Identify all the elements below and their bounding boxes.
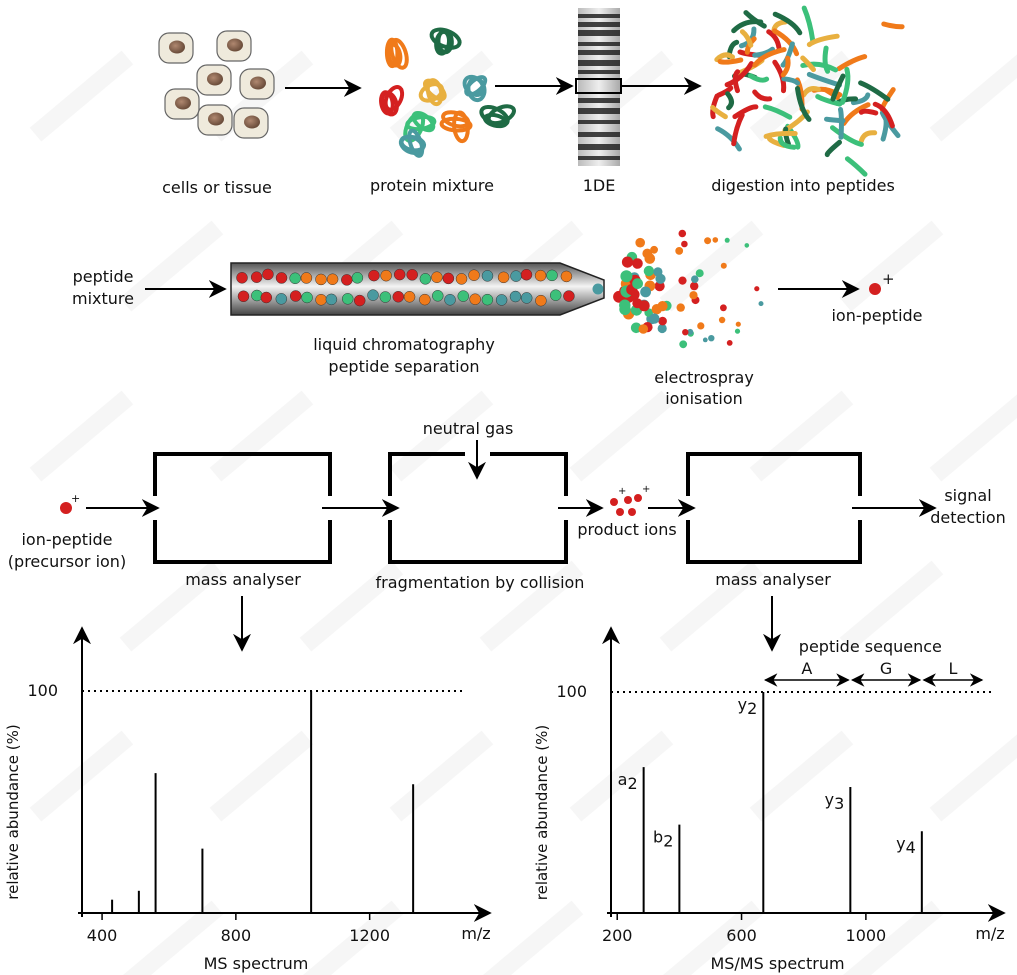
precursor-label-2: (precursor ion) <box>8 552 126 571</box>
c0-y-axis-label: relative abundance (%) <box>4 724 22 900</box>
msms-spectrum-chart: 100 200 600 1000 m/zMS/MS spectrum relative a… <box>533 626 1006 973</box>
cells-label: cells or tissue <box>162 178 272 197</box>
lc-label-2: peptide separation <box>328 357 479 376</box>
c1-sequence-label: peptide sequence <box>799 637 942 656</box>
ion-peptide-label: ion-peptide <box>831 306 922 325</box>
svg-text:+: + <box>642 484 650 495</box>
peptide-mixture-label-1: peptide <box>73 267 134 286</box>
c1-sequence-residue-0: A <box>801 659 812 678</box>
c1-ref-label: 100 <box>556 682 587 701</box>
mass-analyser-2-label: mass analyser <box>715 570 831 589</box>
lc-label-1: liquid chromatography <box>313 335 495 354</box>
fragmentation-label: fragmentation by collision <box>376 573 585 592</box>
c0-x-tick-label-2: 1200 <box>349 926 390 945</box>
precursor-label-1: ion-peptide <box>21 530 112 549</box>
ion-plus-sign: + <box>882 270 895 288</box>
neutral-gas-label: neutral gas <box>423 419 514 438</box>
c1-x-tick-label-1: 600 <box>726 926 757 945</box>
ion-peptide-dot <box>869 283 881 295</box>
collision-cell-box <box>388 452 568 564</box>
product-ions-figure: ++ <box>610 484 650 516</box>
signal-label-1: signal <box>944 486 991 505</box>
peptides-figure <box>710 5 905 177</box>
gel-label: 1DE <box>583 176 616 195</box>
peptide-mixture-label-2: mixture <box>72 289 134 308</box>
protein-label: protein mixture <box>370 176 494 195</box>
c1-caption: MS/MS spectrum <box>710 954 844 973</box>
svg-text:+: + <box>618 486 626 497</box>
c1-peak-label-3: y3 <box>825 790 845 813</box>
signal-label-2: detection <box>930 508 1006 527</box>
c1-y-axis-label: relative abundance (%) <box>533 725 551 901</box>
c1-sequence-residue-2: L <box>948 659 957 678</box>
mass-analyser-1-box <box>153 452 332 564</box>
mass-analyser-1-label: mass analyser <box>185 570 301 589</box>
lc-column <box>230 262 605 316</box>
digest-label: digestion into peptides <box>711 176 895 195</box>
c1-x-tick-label-0: 200 <box>602 926 633 945</box>
c1-x-tick-label-2: 1000 <box>846 926 887 945</box>
ms-spectrum-chart: 100 400 800 1200 m/z MS spectrum relative abun… <box>4 626 492 973</box>
c1-x-axis-label: m/z <box>975 924 1004 943</box>
watermark <box>29 50 1017 975</box>
c1-peak-label-1: b2 <box>653 828 673 851</box>
electrospray-label-1: electrospray <box>654 368 754 387</box>
c0-x-tick-label-1: 800 <box>221 926 252 945</box>
product-ions-label: product ions <box>577 520 676 539</box>
c1-sequence-residue-1: G <box>880 659 892 678</box>
cells-or-tissue-figure <box>158 30 275 139</box>
c0-x-axis-label: m/z <box>461 924 490 943</box>
c1-peak-label-2: y2 <box>738 695 758 718</box>
protein-mixture-figure <box>379 27 516 158</box>
c1-peak-label-0: a2 <box>618 770 638 793</box>
gel-lane-figure <box>578 8 620 166</box>
electrospray-label-2: ionisation <box>665 389 743 408</box>
electrospray-figure <box>613 229 764 349</box>
mass-analyser-2-box <box>686 452 862 564</box>
precursor-plus-sign: + <box>71 492 80 505</box>
precursor-ion-dot <box>60 502 72 514</box>
c0-x-tick-label-0: 400 <box>87 926 118 945</box>
c1-peak-label-4: y4 <box>896 834 916 857</box>
c0-ref-label: 100 <box>27 681 58 700</box>
c0-caption: MS spectrum <box>204 954 309 973</box>
